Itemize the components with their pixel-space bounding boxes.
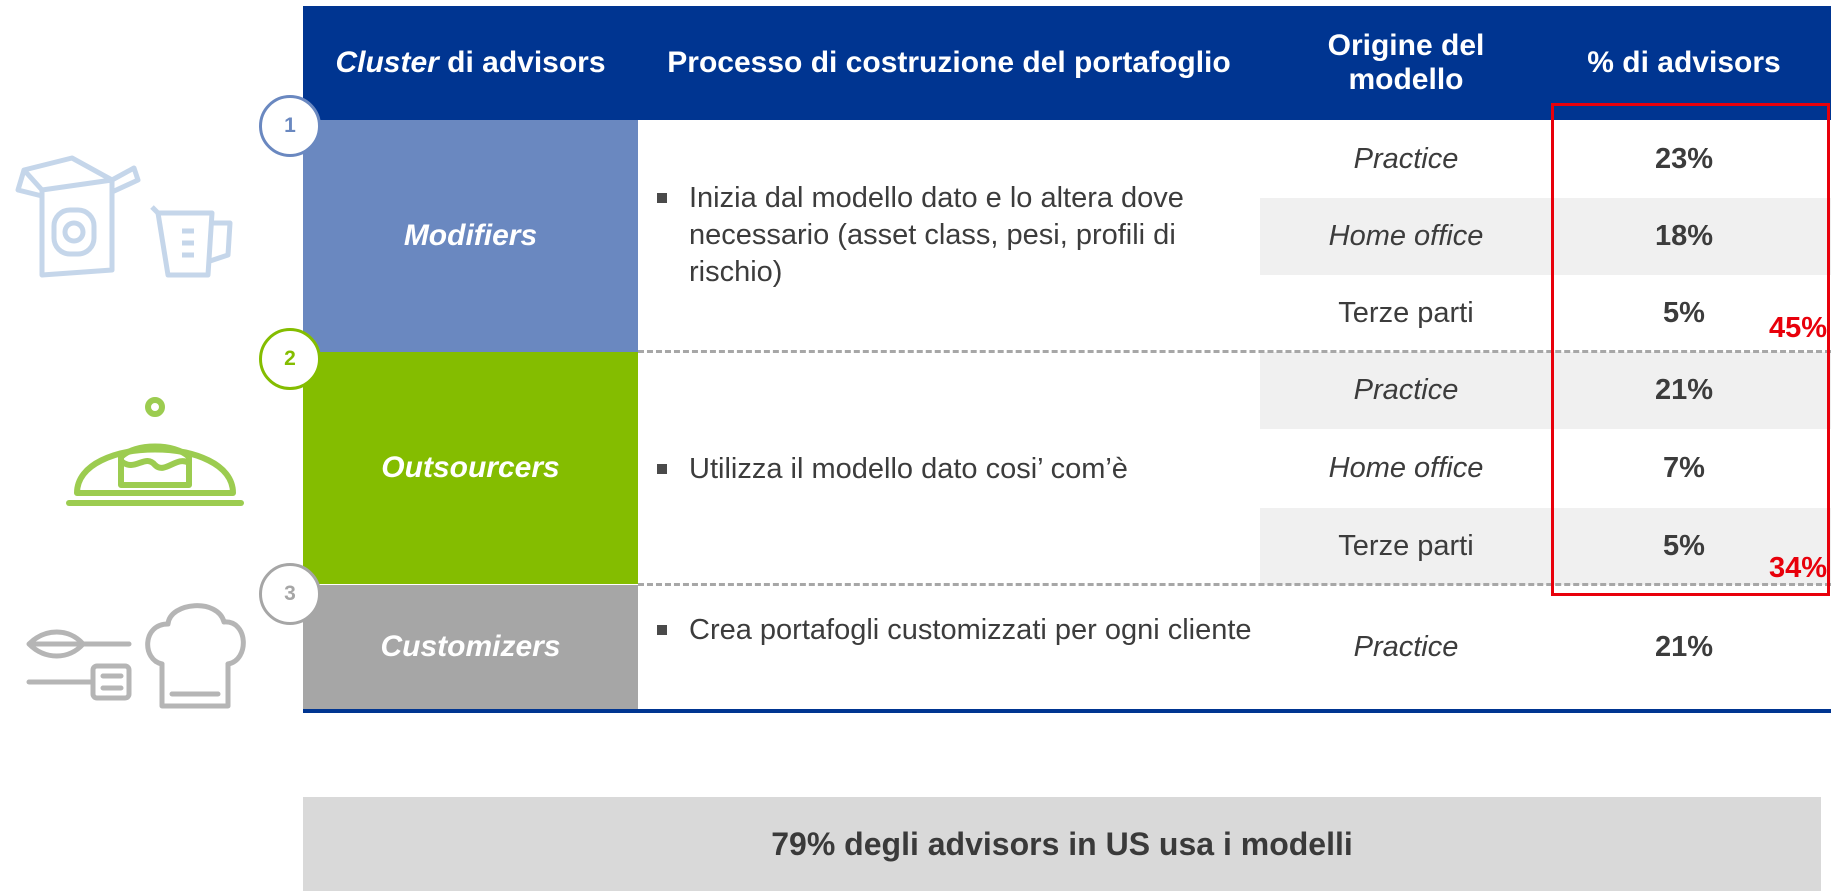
chef-hat-icon [145,603,246,709]
origin-cell: Practice [1353,630,1459,663]
cluster-customizers: Customizers [303,585,638,709]
percent-cell: 23% [1654,142,1714,175]
cluster-number-badge: 3 [259,563,321,625]
header-cluster-rest: di advisors [438,46,606,79]
subtotal-modifiers: 45% [1769,312,1828,344]
subtotal-outsourcers: 34% [1769,552,1828,584]
table-bottom-rule [303,709,1831,713]
row-band [1260,198,1831,275]
covered-cake-dish-icon [66,397,244,506]
header-percent: % di advisors [1587,46,1781,79]
summary-banner: 79% degli advisors in US usa i modelli [303,797,1821,891]
cluster-outsourcers: Outsourcers [303,352,638,584]
header-cluster-emphasis: Cluster [335,46,439,79]
spatula-icon [26,663,132,701]
origin-cell: Terze parti [1338,297,1474,329]
table-header: Cluster di advisors Processo di costruzi… [303,6,1831,120]
cluster-modifiers: Modifiers [303,120,638,352]
percent-cell: 21% [1654,374,1714,406]
header-origin: Origine del modello [1260,6,1552,120]
header-origin-line1: Origine del [1327,29,1485,62]
origin-cell: Practice [1353,142,1459,175]
percent-cell: 21% [1654,630,1714,663]
row-band [1260,352,1831,429]
description-customizers-text: Crea portafogli customizzati per ogni cl… [689,614,1252,646]
description-outsourcers: Utilizza il modello dato cosi’ com’è [655,451,1255,488]
row-band [1260,508,1831,585]
percent-cell: 7% [1663,452,1705,484]
cereal-box-icon [15,155,141,278]
origin-cell: Terze parti [1338,530,1474,562]
description-outsourcers-text: Utilizza il modello dato cosi’ com’è [689,453,1128,485]
cluster-divider [638,350,1831,353]
description-customizers: Crea portafogli customizzati per ogni cl… [655,612,1255,649]
origin-cell: Home office [1328,220,1484,252]
header-origin-line2: modello [1348,63,1464,96]
header-cluster: Cluster di advisors [303,6,638,120]
percent-cell: 18% [1654,220,1714,252]
percent-highlight-box [1551,103,1830,596]
origin-cell: Home office [1328,452,1484,484]
percent-cell: 5% [1663,530,1705,562]
cluster-divider [638,583,1831,586]
bullet-icon [657,464,667,474]
origin-cell: Practice [1353,374,1459,406]
whisk-icon [26,629,132,659]
description-modifiers: Inizia dal modello dato e lo altera dove… [655,180,1255,291]
header-process: Processo di costruzione del portafoglio [667,46,1231,79]
cluster-number-badge: 1 [259,95,321,157]
bullet-icon [657,193,667,203]
description-modifiers-text: Inizia dal modello dato e lo altera dove… [689,182,1184,288]
percent-cell: 5% [1663,297,1705,329]
cluster-number-badge: 2 [259,328,321,390]
bullet-icon [657,625,667,635]
measuring-cup-icon [150,205,233,278]
